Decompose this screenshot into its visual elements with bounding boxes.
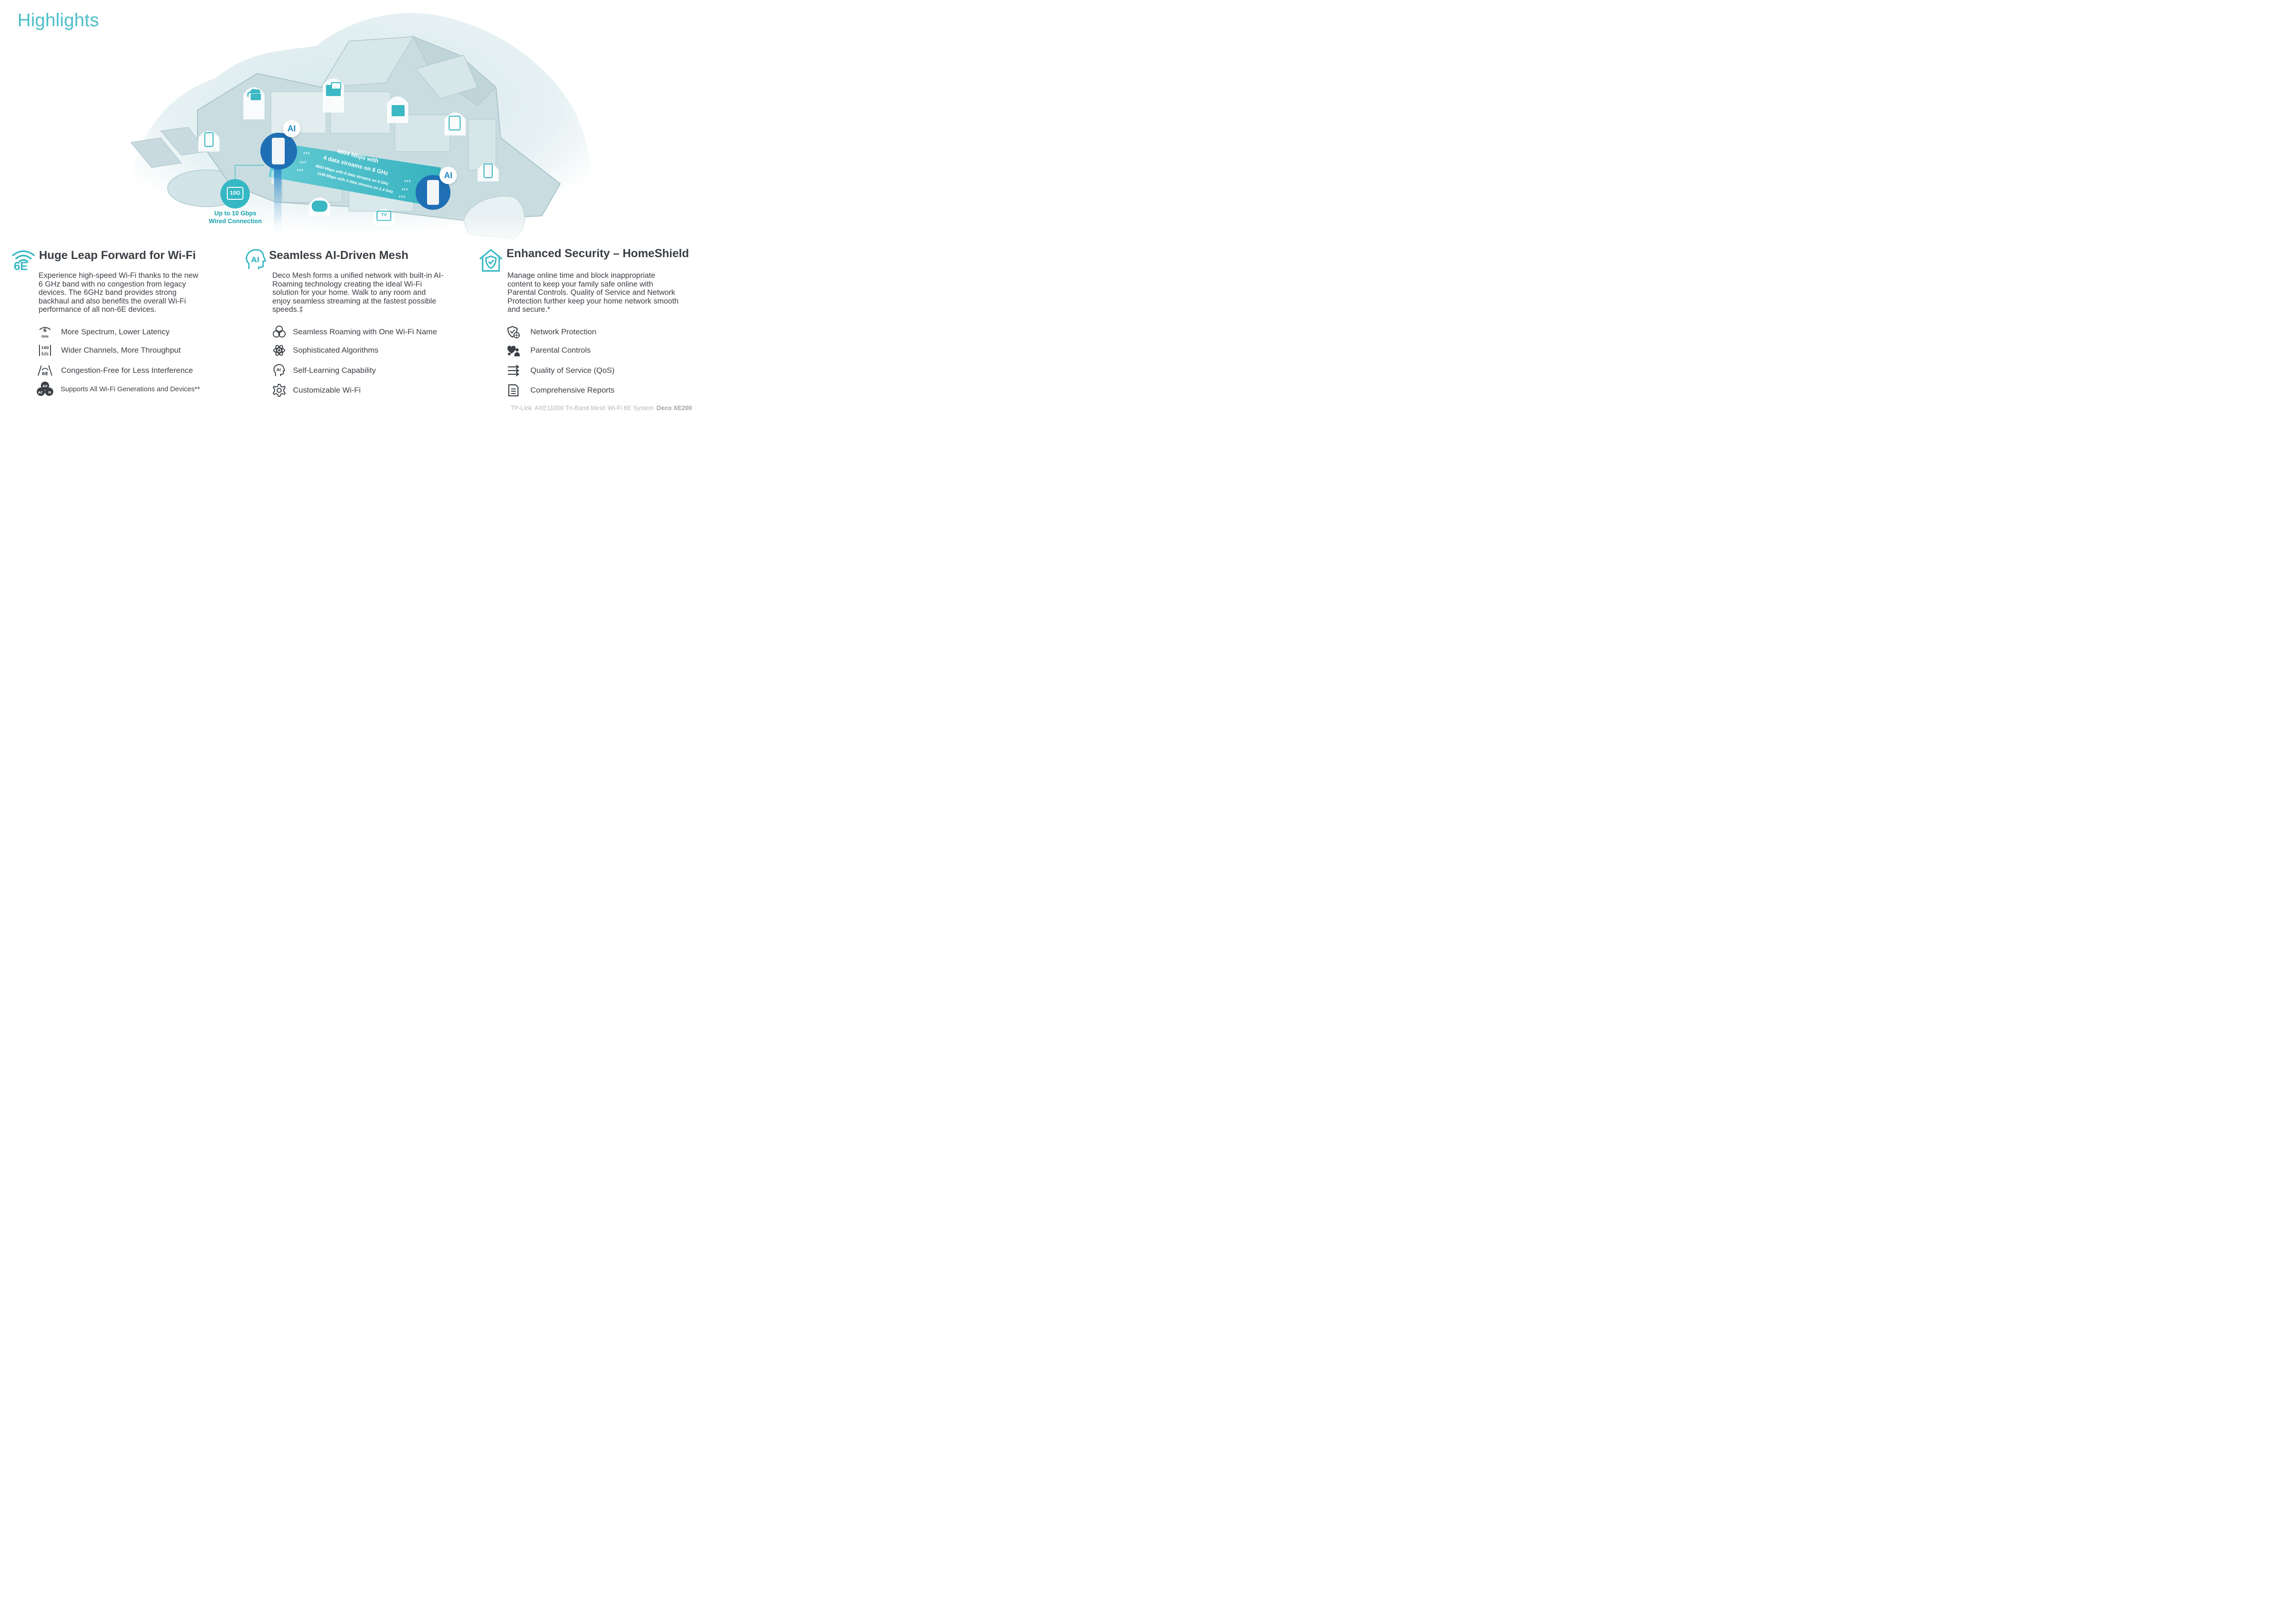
6ghz-icon-subtext: GHz [41, 335, 49, 338]
mesh-bullet-self-learning: AI Self-Learning Capability [242, 363, 376, 378]
ax-text: AX [43, 384, 48, 388]
wired-badge [220, 179, 250, 208]
bullet-label: Self-Learning Capability [293, 366, 376, 375]
svg-text:›››: ››› [404, 178, 411, 184]
roaming-icon [270, 324, 288, 340]
feature-wifi6e-description: Experience high-speed Wi-Fi thanks to th… [39, 271, 198, 314]
feature-mesh-title: Seamless AI-Driven Mesh [269, 249, 409, 262]
wifi-6e-icon [12, 250, 35, 263]
phone-icon-right [483, 163, 493, 179]
wired-connection-label: Up to 10 Gbps Wired Connection [202, 209, 269, 225]
phone-icon-left [204, 132, 214, 147]
mesh-bullet-customizable: Customizable Wi-Fi [242, 383, 360, 398]
feature-mesh-description: Deco Mesh forms a unified network with b… [272, 271, 444, 314]
6ghz-icon: 6 GHz [36, 324, 54, 340]
mesh-bullet-algorithms: Sophisticated Algorithms [242, 343, 378, 358]
bullet-label: Supports All Wi-Fi Generations and Devic… [61, 385, 200, 393]
footer-brand: TP-Link [510, 405, 532, 411]
footer-model: Deco XE200 [656, 405, 692, 411]
shield-globe-icon [504, 324, 523, 340]
footer-product: AXE11000 Tri-Band Mesh Wi-Fi 6E System [535, 405, 654, 411]
ai-badge-right: AI [439, 167, 457, 184]
svg-text:‹‹‹: ‹‹‹ [303, 150, 310, 156]
feature-wifi6e-title: Huge Leap Forward for Wi-Fi [39, 249, 196, 262]
security-bullet-network-protection: Network Protection [477, 324, 597, 340]
security-bullet-qos: Quality of Service (QoS) [477, 363, 614, 378]
10g-label: 10G [230, 190, 241, 196]
feature-security-title: Enhanced Security – HomeShield [506, 247, 689, 260]
bullet-label: Quality of Service (QoS) [530, 366, 615, 375]
bullet-label: More Spectrum, Lower Latency [61, 327, 170, 336]
ax-ac-n-icon: AX AC N [36, 381, 54, 397]
bullet-label: Parental Controls [530, 346, 591, 355]
family-icon [504, 343, 523, 358]
wired-line-1: Up to 10 Gbps [214, 210, 257, 217]
160mhz-icon-text: 160 [41, 346, 49, 350]
6e-road-icon-text: 6E [42, 371, 48, 377]
6e-road-icon: 6E [36, 363, 54, 378]
gamepad-sign-icon [391, 105, 405, 117]
svg-text:‹‹‹: ‹‹‹ [297, 167, 304, 173]
bullet-label: Comprehensive Reports [530, 386, 615, 394]
6ghz-icon-text: 6 [43, 327, 47, 333]
wired-line-2: Wired Connection [208, 218, 262, 225]
wifi-beam [269, 142, 441, 207]
report-icon [504, 383, 523, 398]
ai-mesh-icon: AI [246, 249, 266, 269]
security-bullet-parental-controls: Parental Controls [477, 343, 591, 358]
wifi6e-bullet-congestion: 6E Congestion-Free for Less Interference [9, 363, 193, 378]
mesh-bullet-roaming: Seamless Roaming with One Wi-Fi Name [242, 324, 437, 340]
n-text: N [48, 391, 51, 394]
ai-mesh-icon-text: AI [251, 255, 259, 264]
bullet-label: Network Protection [530, 327, 597, 336]
tv-label: TV [381, 213, 387, 218]
gear-icon [270, 383, 288, 398]
feature-security-description: Manage online time and block inappropria… [507, 271, 679, 314]
wifi6e-bullet-spectrum: 6 GHz More Spectrum, Lower Latency [9, 324, 169, 340]
cloud-folder-icon [247, 89, 261, 97]
bullet-label: Sophisticated Algorithms [293, 346, 379, 355]
wifi6e-bullet-channels: 160 Wider Channels, More Throughput [9, 343, 181, 358]
wifi6e-bullet-generations: AX AC N Supports All Wi-Fi Generations a… [9, 381, 200, 397]
ai-head-icon-text: AI [276, 368, 281, 372]
security-bullet-reports: Comprehensive Reports [477, 383, 614, 398]
svg-text:›››: ››› [399, 193, 405, 200]
bullet-label: Congestion-Free for Less Interference [61, 366, 193, 375]
160mhz-icon: 160 [36, 343, 54, 358]
bullet-label: Wider Channels, More Throughput [61, 346, 181, 355]
svg-text:›››: ››› [401, 186, 408, 192]
house-drawing: ‹‹‹ ‹‹‹ ‹‹‹ ››› ››› ››› [0, 13, 709, 248]
tablet-icon [448, 115, 461, 131]
page-title: Highlights [17, 10, 99, 30]
deco-left-unit [272, 138, 285, 164]
deco-right-unit [427, 180, 439, 205]
ac-text: AC [38, 391, 43, 394]
atom-icon [270, 343, 288, 358]
house-shield-icon [479, 249, 503, 272]
ai-head-icon: AI [270, 363, 288, 378]
internet-label: Internet [270, 171, 275, 185]
ai-badge-left: AI [283, 120, 300, 137]
svg-text:‹‹‹: ‹‹‹ [299, 159, 306, 165]
qos-arrows-icon [504, 363, 523, 378]
wifi-6e-icon-text: 6E [14, 260, 28, 273]
bullet-label: Seamless Roaming with One Wi-Fi Name [293, 327, 437, 336]
bullet-label: Customizable Wi-Fi [293, 386, 361, 394]
gamepad-icon [311, 200, 328, 212]
house-illustration: ‹‹‹ ‹‹‹ ‹‹‹ ››› ››› ››› AI AI 10G TV Up … [0, 0, 709, 248]
